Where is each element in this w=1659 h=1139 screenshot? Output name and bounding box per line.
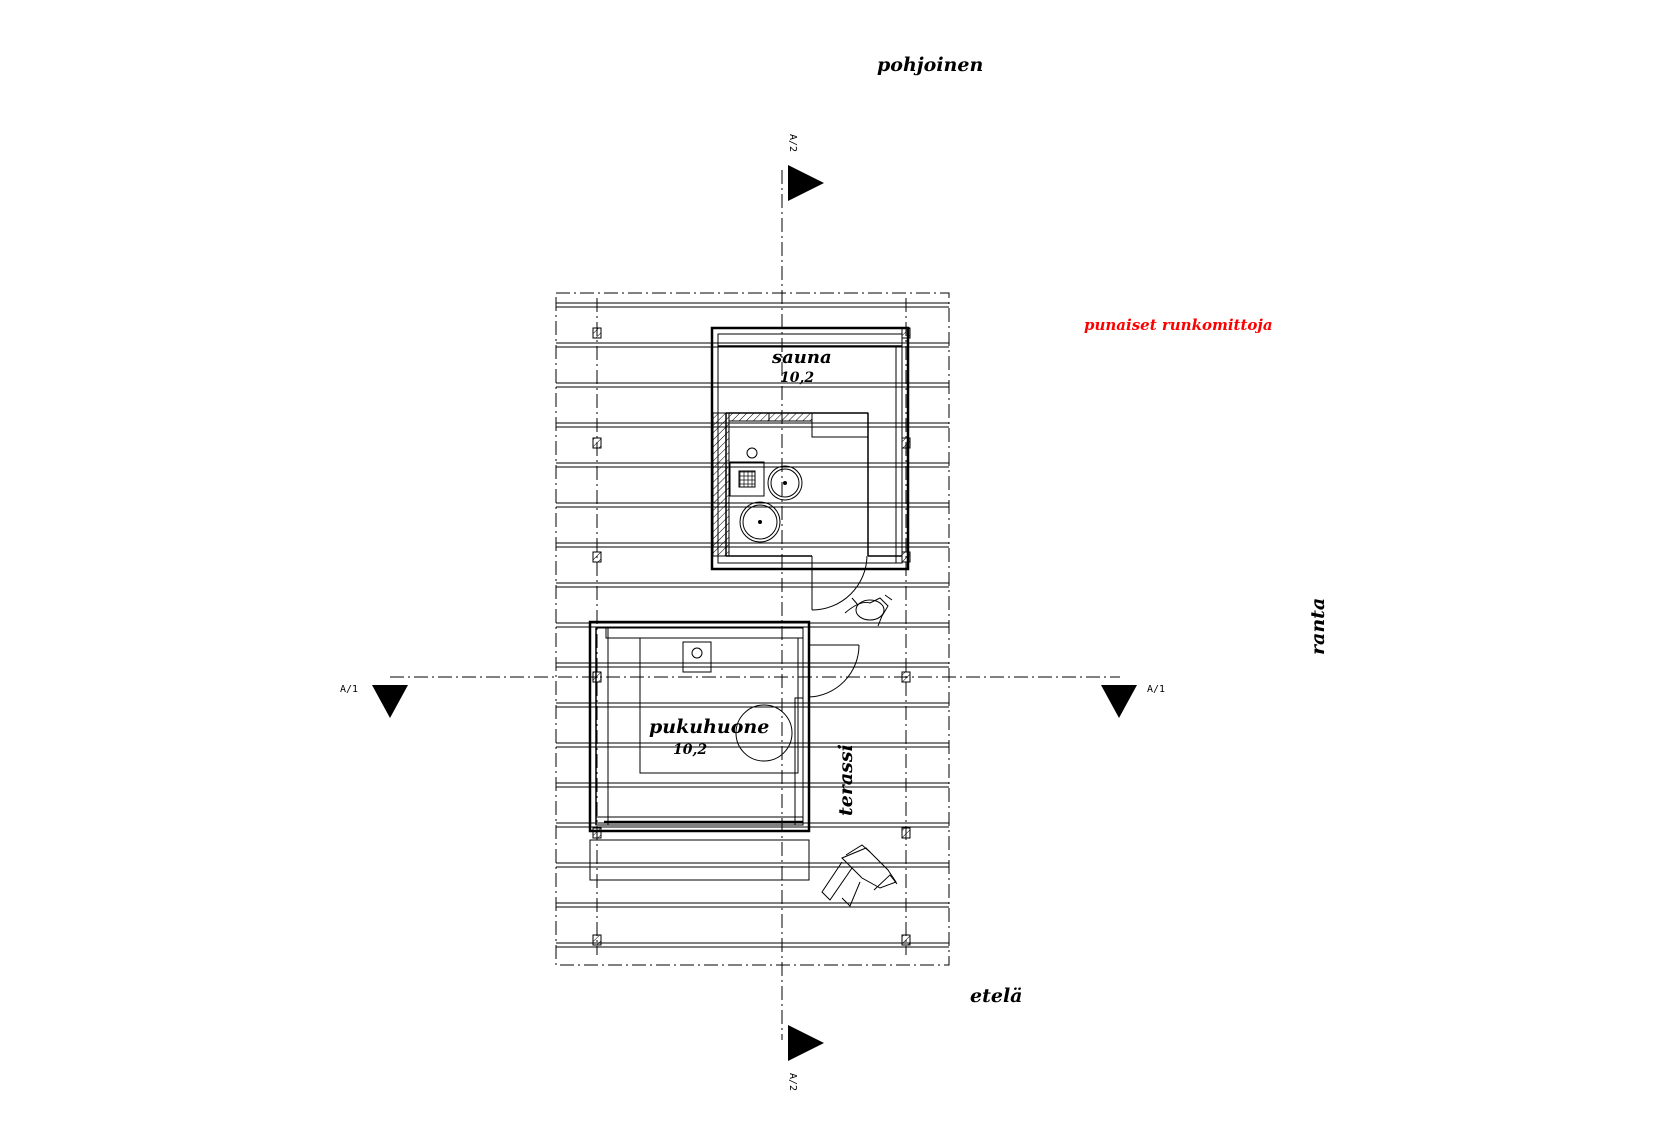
sauna-label: sauna <box>771 347 832 368</box>
frame-dimensions-note: punaiset runkomittoja <box>1084 316 1273 334</box>
sauna-bench-hatched <box>712 412 813 557</box>
section-line-vertical <box>781 165 824 1061</box>
terrace-label: terassi <box>835 744 857 816</box>
south-label: etelä <box>970 985 1022 1007</box>
deck-post <box>592 327 602 339</box>
deck-post <box>592 934 602 946</box>
dressing-room-label: pukuhuone <box>649 716 769 738</box>
terrace-deck-outline <box>555 292 950 966</box>
deck-post <box>592 437 602 449</box>
north-label: pohjoinen <box>877 54 983 76</box>
section-label-bottom: A/2 <box>787 1073 798 1091</box>
section-label-right: A/1 <box>1147 684 1165 695</box>
section-label-left: A/1 <box>340 684 358 695</box>
section-line-horizontal <box>372 676 1137 718</box>
deck-boards <box>556 302 949 948</box>
east-label: ranta <box>1307 598 1329 655</box>
section-label-top: A/2 <box>787 134 798 152</box>
sauna-stove <box>729 447 765 497</box>
terrace-chair-lower <box>821 844 898 907</box>
dressing-room-area: 10,2 <box>673 742 707 758</box>
deck-post <box>592 551 602 563</box>
terrace-chair-upper <box>844 594 893 627</box>
deck-post <box>901 827 911 839</box>
deck-post <box>592 827 602 839</box>
dressing-room-walls <box>588 620 860 881</box>
deck-post <box>901 934 911 946</box>
sauna-area: 10,2 <box>780 370 814 386</box>
sauna-tubs <box>739 465 803 543</box>
